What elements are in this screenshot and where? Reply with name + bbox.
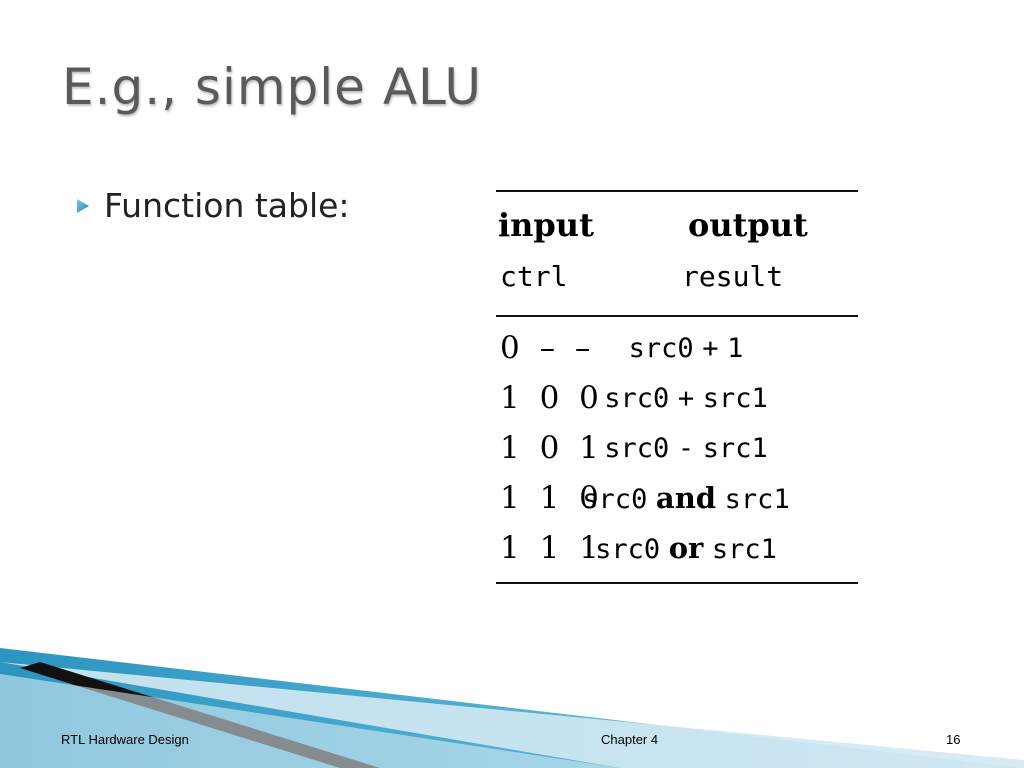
header-ctrl: ctrl — [500, 260, 568, 293]
header-result: result — [682, 260, 784, 293]
row-result: src0 and src1 — [582, 481, 790, 515]
row-result: src0 - src1 — [604, 433, 768, 464]
row-ctrl: 0 – – — [500, 330, 596, 366]
header-input: input — [498, 206, 594, 244]
table-header-rule — [496, 315, 858, 317]
row-ctrl: 1 0 0 — [500, 380, 604, 416]
table-bottom-rule — [496, 582, 858, 584]
row-result: src0 + 1 — [628, 333, 744, 364]
function-table: input output ctrl result 0 – – src0 + 1 … — [496, 190, 858, 584]
row-ctrl: 1 0 1 — [500, 430, 604, 466]
footer-chapter: Chapter 4 — [601, 732, 659, 747]
triangle-bullet-icon — [77, 198, 89, 213]
footer-decoration — [0, 648, 1024, 768]
footer-page-number: 16 — [946, 732, 961, 747]
table-top-rule — [496, 190, 858, 192]
row-result: src0 + src1 — [604, 383, 768, 414]
footer-course-title: RTL Hardware Design — [61, 732, 189, 747]
row-ctrl: 1 1 0 — [500, 480, 604, 516]
bullet-text: Function table: — [104, 186, 350, 225]
bullet-item: Function table: — [76, 186, 350, 225]
row-result: src0 or src1 — [595, 531, 777, 565]
header-output: output — [688, 206, 808, 244]
slide-title: E.g., simple ALU — [62, 58, 483, 116]
row-ctrl: 1 1 1 — [500, 530, 604, 566]
